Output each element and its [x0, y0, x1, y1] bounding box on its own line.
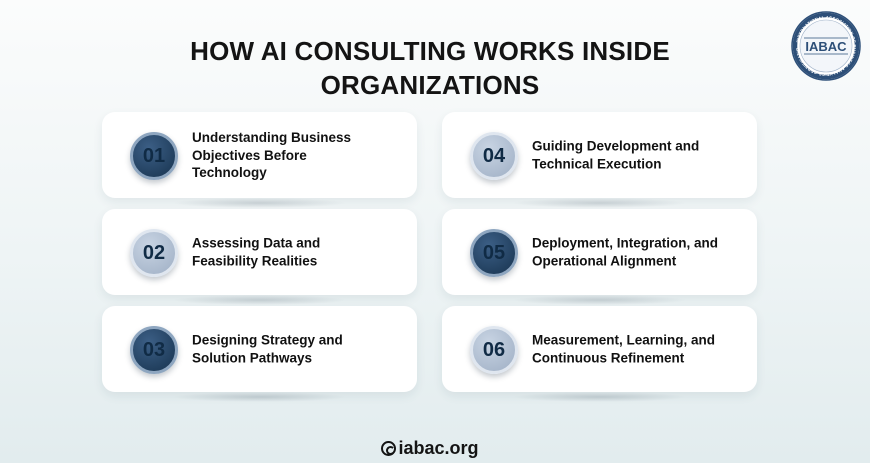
step-label-line: Continuous Refinement: [532, 350, 685, 365]
step-label-line: Operational Alignment: [532, 253, 677, 268]
step-number-badge: 06: [470, 326, 518, 374]
step-label-line: Technical Execution: [532, 156, 662, 171]
step-label-line: Understanding Business: [192, 129, 352, 145]
footer-website: iabac.org: [0, 438, 860, 459]
step-number-badge: 05: [470, 229, 518, 277]
title-line-2: ORGANIZATIONS: [320, 70, 540, 100]
copyright-icon: [381, 441, 397, 456]
iabac-logo: INTERNATIONAL ASSOCIATION OF BUSINESS AN…: [791, 11, 861, 81]
page-title: HOW AI CONSULTING WORKS INSIDE ORGANIZAT…: [0, 34, 860, 102]
step-number-badge: 04: [470, 132, 518, 180]
step-label-line: Deployment, Integration, and: [532, 235, 719, 251]
step-label-line: Designing Strategy and: [192, 332, 343, 348]
footer-text: iabac.org: [398, 438, 479, 458]
step-label-line: Objectives Before: [192, 147, 307, 163]
title-line-1: HOW AI CONSULTING WORKS INSIDE: [190, 36, 670, 66]
step-number-badge: 01: [130, 132, 178, 180]
logo-text: IABAC: [805, 39, 847, 54]
step-label-line: Technology: [192, 164, 267, 180]
step-label-line: Feasibility Realities: [192, 253, 318, 268]
step-number-badge: 03: [130, 326, 178, 374]
step-label-line: Guiding Development and: [532, 138, 700, 154]
step-label-line: Assessing Data and: [192, 235, 321, 251]
step-number-badge: 02: [130, 229, 178, 277]
step-label-line: Measurement, Learning, and: [532, 332, 716, 348]
step-label-line: Solution Pathways: [192, 350, 313, 365]
